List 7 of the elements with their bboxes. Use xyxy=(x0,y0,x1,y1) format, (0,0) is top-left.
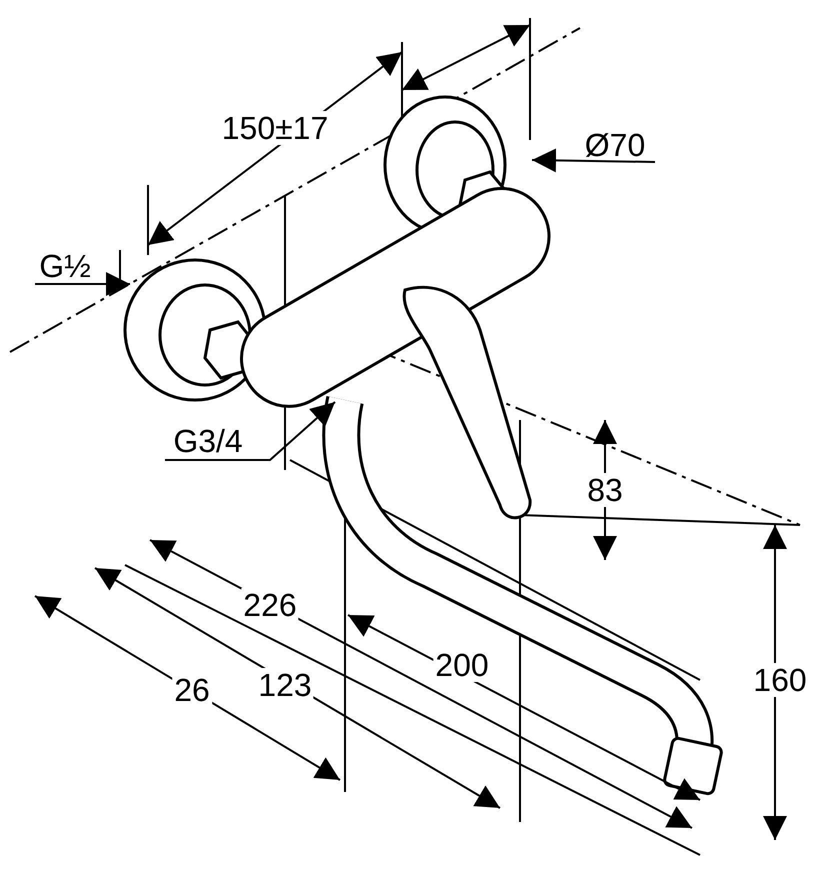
callout-label: Ø70 xyxy=(584,128,646,162)
callout-label: G3/4 xyxy=(173,424,243,458)
leader-line xyxy=(35,272,130,296)
leader-line xyxy=(165,401,336,461)
leader-line xyxy=(532,148,656,172)
dimension-label: 226 xyxy=(241,588,299,622)
callout-label: G½ xyxy=(39,249,91,283)
